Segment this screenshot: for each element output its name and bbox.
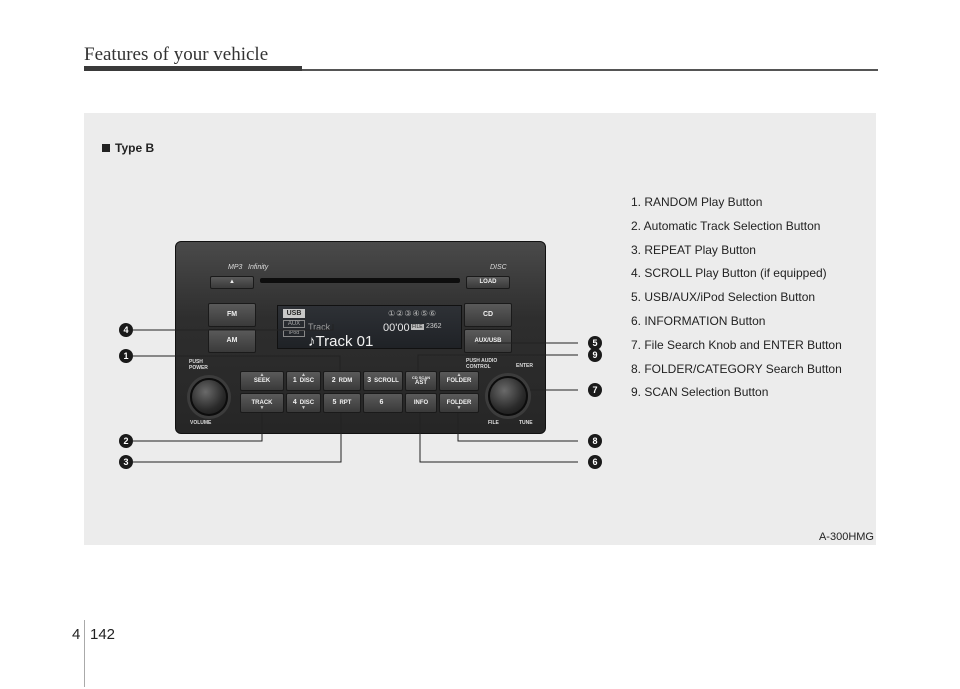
- square-bullet-icon: [102, 144, 110, 152]
- ast-label: AST: [415, 379, 427, 386]
- brand-infinity: Infinity: [248, 264, 269, 271]
- legend-item: 1. RANDOM Play Button: [631, 195, 763, 209]
- chevron-down-icon: ▼: [259, 404, 265, 411]
- track-button[interactable]: TRACK▼: [240, 393, 284, 413]
- file-search-knob[interactable]: [488, 376, 528, 416]
- fm-button[interactable]: FM: [208, 303, 256, 327]
- file-label: FILE: [488, 420, 499, 426]
- screen-usb-label: USB: [283, 309, 305, 318]
- preset-number: 6: [379, 399, 384, 407]
- callout-6: 6: [588, 455, 602, 469]
- callout-8: 8: [588, 434, 602, 448]
- type-label: Type B: [102, 141, 154, 155]
- screen-disc-indicators: ①②③④⑤⑥: [388, 309, 438, 318]
- preset-label: RDM: [338, 377, 353, 384]
- page-header-title: Features of your vehicle: [84, 44, 269, 65]
- leader-line: [133, 413, 342, 463]
- cd-scan-label: CD SCAN: [411, 374, 431, 380]
- callout-1: 1: [119, 349, 133, 363]
- legend-item: 8. FOLDER/CATEGORY Search Button: [631, 361, 842, 376]
- preset-label: DISC: [299, 377, 315, 384]
- preset-label: RPT: [339, 399, 352, 406]
- brand-mp3: MP3: [228, 264, 243, 271]
- leader-line: [417, 354, 578, 371]
- chevron-up-icon: ▲: [456, 372, 462, 378]
- leader-line: [133, 324, 334, 331]
- screen-track: ♪Track 01: [308, 333, 374, 350]
- screen-time: 00'00: [383, 322, 410, 334]
- callout-7: 7: [588, 383, 602, 397]
- callout-4: 4: [119, 323, 133, 337]
- screen-file-tag: FILE: [411, 324, 424, 330]
- chevron-up-icon: ▲: [301, 372, 306, 378]
- leader-line: [133, 413, 263, 442]
- header-rule: [302, 69, 878, 71]
- load-button[interactable]: LOAD: [466, 276, 510, 289]
- push-power-label: PUSH POWER: [189, 359, 208, 371]
- am-button[interactable]: AM: [208, 329, 256, 353]
- chevron-up-icon: ▲: [259, 372, 265, 378]
- leader-line: [133, 355, 341, 371]
- callout-9: 9: [588, 348, 602, 362]
- seek-button[interactable]: ▲SEEK: [240, 371, 284, 391]
- screen-file-number: 2362: [426, 323, 442, 330]
- preset-number: 2: [331, 377, 336, 385]
- preset-number: 3: [367, 377, 372, 385]
- track-label: TRACK: [251, 399, 273, 406]
- callout-2: 2: [119, 434, 133, 448]
- preset-label: DISC: [299, 399, 315, 406]
- legend-item: 9. SCAN Selection Button: [631, 385, 769, 400]
- brand-disc: DISC: [490, 264, 507, 271]
- folder-label: FOLDER: [446, 399, 472, 406]
- type-label-text: Type B: [115, 141, 155, 155]
- folder-down-button[interactable]: FOLDER▼: [439, 393, 479, 413]
- page-number: 142: [90, 626, 116, 643]
- callout-3: 3: [119, 455, 133, 469]
- display-screen: USB AUX iPod ①②③④⑤⑥ Track 00'00 FILE 236…: [277, 305, 462, 350]
- push-audio-label: PUSH AUDIO CONTROL: [466, 358, 498, 370]
- legend-item: 7. File Search Knob and ENTER Button: [631, 337, 842, 352]
- volume-knob[interactable]: [190, 378, 228, 416]
- preset-number: 1: [292, 377, 297, 385]
- button-legend: 1. RANDOM Play Button 2. Automatic Track…: [631, 195, 842, 409]
- tune-label: TUNE: [519, 420, 533, 426]
- cd-slot: [260, 278, 460, 283]
- section-number: 4: [72, 626, 81, 643]
- screen-track-small: Track: [308, 322, 331, 332]
- chevron-down-icon: ▼: [301, 404, 306, 411]
- legend-item: 4. SCROLL Play Button (if equipped): [631, 266, 827, 281]
- legend-item: 2. Automatic Track Selection Button: [631, 218, 821, 233]
- seek-label: SEEK: [253, 377, 271, 384]
- info-button[interactable]: INFO: [405, 393, 437, 413]
- leader-line: [419, 413, 578, 463]
- legend-item: 5. USB/AUX/iPod Selection Button: [631, 290, 816, 305]
- enter-label: ENTER: [516, 363, 533, 369]
- callout-5: 5: [588, 336, 602, 350]
- legend-item: 3. REPEAT Play Button: [631, 242, 756, 257]
- folder-label: FOLDER: [446, 377, 472, 384]
- leader-line: [457, 413, 578, 442]
- legend-item: 6. INFORMATION Button: [631, 313, 766, 328]
- preset-label: SCROLL: [374, 377, 399, 384]
- eject-button[interactable]: ▲: [210, 276, 254, 289]
- screen-aux-label: AUX: [283, 320, 305, 328]
- preset-6-button[interactable]: 6: [363, 393, 403, 413]
- chevron-down-icon: ▼: [456, 404, 462, 411]
- volume-label: VOLUME: [190, 420, 212, 426]
- preset-number: 5: [332, 399, 337, 407]
- header-bar: [84, 66, 302, 71]
- figure-code: A-300HMG: [818, 531, 874, 543]
- cd-button[interactable]: CD: [464, 303, 512, 327]
- folder-up-button[interactable]: ▲FOLDER: [439, 371, 479, 391]
- preset-number: 4: [292, 399, 297, 407]
- footer-divider: [84, 620, 85, 687]
- aux-usb-button[interactable]: AUX/USB: [464, 329, 512, 353]
